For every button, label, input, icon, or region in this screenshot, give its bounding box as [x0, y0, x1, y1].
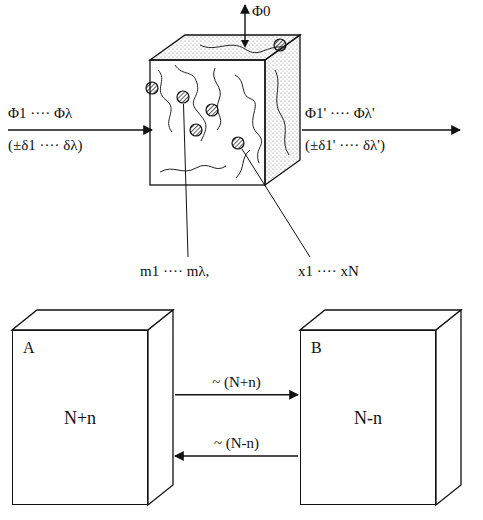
particle — [146, 82, 158, 94]
box-letter: B — [311, 337, 322, 359]
flow-arrow — [175, 394, 298, 395]
compartment-box: A N+n — [12, 330, 148, 505]
chain-line — [214, 68, 221, 130]
particle — [232, 137, 244, 149]
cube-side-face — [265, 35, 300, 185]
leader-line — [242, 149, 310, 257]
leader-line — [184, 104, 189, 257]
box-depth-faces — [12, 310, 461, 505]
particles — [146, 39, 286, 149]
flux-label: (±δ1 ···· δλ) — [8, 136, 83, 154]
flux-arrow-in — [8, 129, 152, 130]
flux-arrow-up — [244, 5, 245, 46]
flux-label: Φ1 ···· Φλ — [8, 104, 72, 122]
particle-count: N+n — [64, 407, 96, 429]
box-side-face — [436, 310, 461, 505]
chain-line — [158, 70, 172, 132]
chain-line — [235, 75, 262, 163]
flux-label: Φ1' ···· Φλ' — [305, 104, 375, 122]
flux-label: x1 ···· xN — [298, 262, 359, 280]
chain-line — [160, 165, 226, 172]
chain-line — [275, 70, 289, 155]
particle — [177, 91, 189, 103]
flux-label: Φ0 — [252, 2, 270, 20]
chain-line — [236, 150, 250, 178]
flux-label: m1 ···· mλ, — [140, 262, 209, 280]
box-top-face — [300, 310, 461, 330]
particle-count: N-n — [354, 407, 382, 429]
flux-arrow-down — [241, 40, 249, 48]
particle — [206, 104, 218, 116]
compartment-box: B N-n — [300, 330, 436, 505]
particle — [190, 124, 202, 136]
box-top-face — [12, 310, 173, 330]
flow-label: ~ (N+n) — [210, 373, 263, 391]
flow-arrow — [175, 455, 298, 456]
box-side-face — [148, 310, 173, 505]
chain-line — [200, 45, 285, 53]
cube-front-face — [150, 60, 265, 185]
flux-label: (±δ1' ···· δλ') — [305, 136, 385, 154]
flux-arrow-out — [302, 129, 460, 130]
box-letter: A — [23, 337, 35, 359]
particle — [274, 39, 286, 51]
chain-line — [175, 65, 206, 141]
flow-label: ~ (N-n) — [212, 434, 261, 452]
chain-lines — [158, 45, 289, 178]
